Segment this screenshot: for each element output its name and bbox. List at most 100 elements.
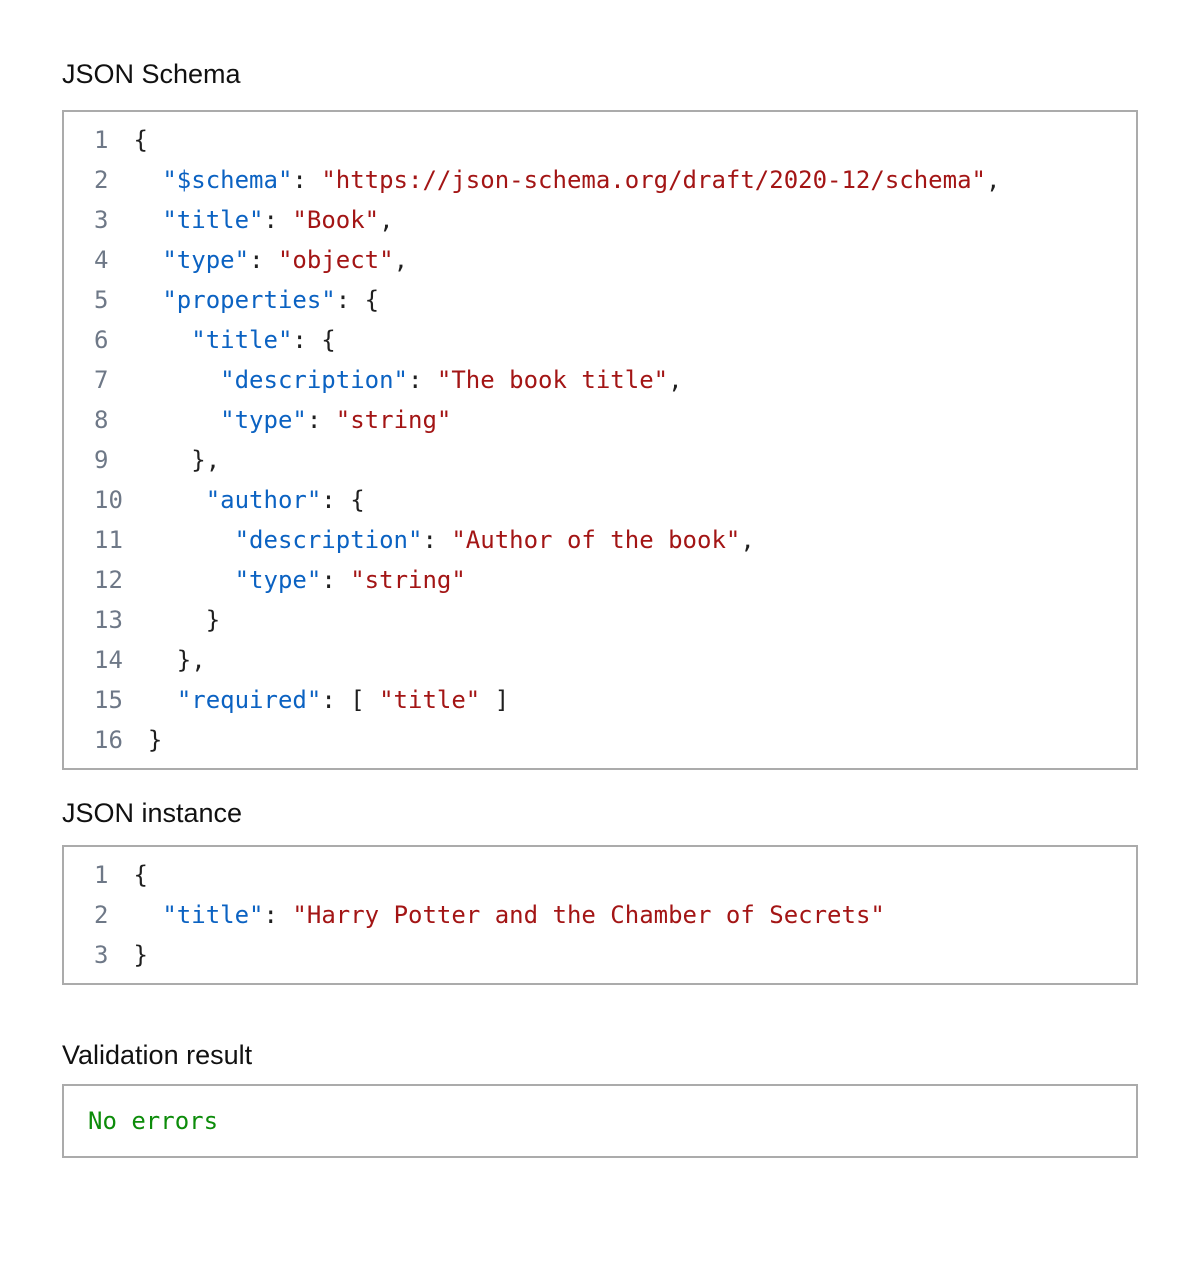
json-punctuation-token: , [985, 166, 1001, 195]
line-number: 3 [94, 206, 109, 235]
json-punctuation-token [133, 246, 162, 274]
line-number: 3 [94, 940, 109, 969]
json-string-token: "string" [335, 406, 452, 435]
code-text: { [108, 120, 147, 160]
json-punctuation-token: } [147, 726, 163, 755]
line-number: 13 [94, 606, 123, 635]
json-punctuation-token: : { [335, 286, 380, 315]
code-text: { [108, 855, 147, 895]
code-line: 12 "type": "string" [64, 560, 1136, 600]
line-number: 12 [94, 566, 123, 595]
json-key-token: "title" [191, 326, 293, 355]
line-number: 1 [94, 126, 109, 155]
json-string-token: "Book" [292, 206, 380, 235]
json-punctuation-token [133, 901, 162, 929]
json-key-token: "title" [162, 900, 264, 929]
code-line: 2 "title": "Harry Potter and the Chamber… [64, 895, 1136, 935]
code-text: } [108, 935, 147, 975]
json-key-token: "type" [162, 246, 250, 275]
code-line: 16} [64, 720, 1136, 760]
code-text: "type": "object", [108, 240, 408, 280]
json-punctuation-token: { [133, 126, 148, 155]
code-line: 7 "description": "The book title", [64, 360, 1136, 400]
json-punctuation-token: : [263, 900, 293, 929]
json-key-token: "required" [176, 686, 322, 715]
json-string-token: "https://json-schema.org/draft/2020-12/s… [321, 166, 986, 195]
json-punctuation-token: , [668, 366, 683, 395]
code-line: 9 }, [64, 440, 1136, 480]
json-punctuation-token: ] [480, 686, 510, 715]
json-punctuation-token [133, 166, 162, 194]
json-punctuation-token: }, [147, 646, 206, 675]
code-line: 11 "description": "Author of the book", [64, 520, 1136, 560]
json-schema-validator-page: JSON Schema 1{2 "$schema": "https://json… [0, 58, 1200, 1288]
code-line: 5 "properties": { [64, 280, 1136, 320]
code-text: } [123, 720, 162, 760]
line-number: 6 [94, 326, 109, 355]
json-punctuation-token: } [133, 940, 148, 969]
code-line: 10 "author": { [64, 480, 1136, 520]
code-text: } [123, 600, 220, 640]
json-key-token: "author" [205, 486, 322, 515]
instance-code-editor[interactable]: 1 {2 "title": "Harry Potter and the Chamb… [62, 844, 1138, 985]
code-line: 13 } [64, 600, 1136, 640]
instance-section-heading: JSON instance [62, 798, 243, 829]
code-line: 8 "type": "string" [64, 400, 1136, 440]
json-key-token: "$schema" [162, 166, 293, 195]
line-number: 1 [94, 860, 109, 889]
code-text: "required": [ "title" ] [123, 680, 509, 720]
code-line: 3} [64, 935, 1136, 975]
schema-code-editor[interactable]: 1{2 "$schema": "https://json-schema.org/… [62, 110, 1138, 771]
json-punctuation-token [148, 526, 235, 554]
json-punctuation-token: : [306, 406, 336, 435]
code-text: "title": { [108, 320, 336, 360]
code-text: "title": "Book", [108, 200, 393, 240]
line-number: 5 [94, 286, 109, 315]
json-punctuation-token [133, 206, 162, 234]
line-number: 4 [94, 246, 109, 275]
json-string-token: "The book title" [436, 366, 669, 395]
code-line: 1{ [64, 120, 1136, 160]
line-number: 2 [94, 166, 109, 195]
code-text: }, [123, 640, 206, 680]
json-punctuation-token [133, 366, 220, 394]
line-number: 15 [94, 686, 123, 715]
code-text: "author": { [123, 480, 365, 520]
line-number: 10 [94, 486, 123, 515]
json-punctuation-token [148, 686, 177, 714]
line-number: 7 [94, 366, 109, 395]
code-line: 15 "required": [ "title" ] [64, 680, 1136, 720]
validation-result-box: No errors [62, 1084, 1138, 1159]
json-punctuation-token: : [321, 566, 351, 595]
json-string-token: "title" [379, 686, 481, 715]
line-number: 9 [94, 446, 109, 475]
validation-message: No errors [88, 1107, 219, 1136]
line-number: 11 [94, 526, 123, 555]
code-text: "type": "string" [123, 560, 466, 600]
json-punctuation-token: { [133, 860, 148, 889]
json-punctuation-token: : [263, 206, 293, 235]
json-punctuation-token: : [422, 526, 452, 555]
line-number: 14 [94, 646, 123, 675]
json-punctuation-token: , [740, 526, 755, 555]
json-punctuation-token: : [249, 246, 278, 275]
code-line: 3 "title": "Book", [64, 200, 1136, 240]
json-string-token: "Harry Potter and the Chamber of Secrets… [292, 900, 885, 929]
json-key-token: "type" [234, 566, 322, 595]
json-key-token: "title" [162, 206, 264, 235]
code-text: "description": "The book title", [108, 360, 682, 400]
json-punctuation-token: , [393, 246, 409, 275]
validation-section-heading: Validation result [62, 1039, 253, 1070]
code-text: "description": "Author of the book", [123, 520, 755, 560]
code-text: "$schema": "https://json-schema.org/draf… [108, 160, 1000, 200]
json-punctuation-token [148, 486, 206, 514]
code-text: "type": "string" [108, 400, 451, 440]
json-key-token: "properties" [162, 286, 336, 315]
json-punctuation-token: }, [133, 446, 221, 475]
json-punctuation-token: : [408, 366, 437, 395]
code-text: }, [108, 440, 220, 480]
json-key-token: "description" [234, 526, 423, 555]
json-punctuation-token [133, 286, 162, 314]
line-number: 2 [94, 900, 109, 929]
code-line: 4 "type": "object", [64, 240, 1136, 280]
